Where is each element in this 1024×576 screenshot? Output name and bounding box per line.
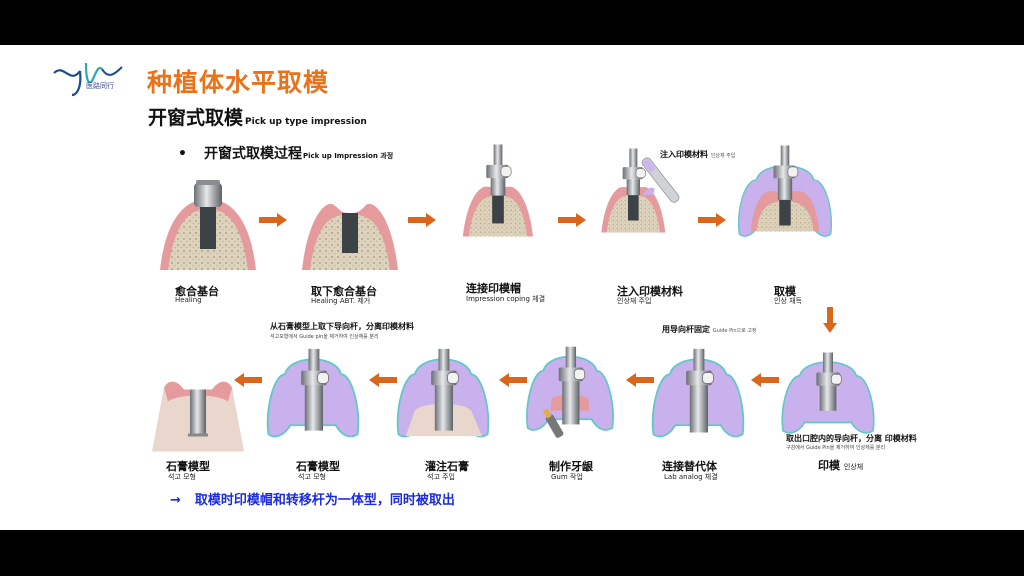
caption-inject-sub: 인상재 주입 [617, 297, 652, 305]
arrow-left-icon [499, 373, 527, 387]
arrow-left-icon [626, 373, 654, 387]
slide-title: 种植体水平取模 [147, 68, 330, 97]
caption-coping: 连接印模帽 [466, 282, 521, 295]
step-impression-body-image [781, 352, 875, 434]
arrow-right-icon [259, 213, 287, 227]
bullet-en: Pick up Impression 과정 [303, 152, 394, 160]
note-fix-guide-pin: 用导向杆固定 Guide Pin으로 고정 [662, 324, 757, 335]
step-inject-image [601, 148, 680, 233]
summary-arrow-icon: → [170, 493, 181, 508]
arrow-right-icon [698, 213, 726, 227]
section-title-en: Pick up type impression [245, 117, 367, 127]
step-lab-analog-image [651, 348, 745, 438]
arrow-left-icon [751, 373, 779, 387]
note-inject-zh: 注入印模材料 [660, 150, 708, 159]
caption-stone-model-final: 石膏模型 [166, 460, 210, 473]
step-impression-image [738, 145, 832, 237]
note-takeout-guide-pin-sub: 구강에서 Guide Pin을 제거하여 인상체를 분리 [786, 445, 886, 451]
bullet-zh: 开窗式取模过程 [204, 146, 302, 162]
caption-impression-body-zh: 印模 [818, 459, 840, 472]
caption-impression-body: 印模 인상체 [818, 457, 863, 473]
step-stone-model-final-image [152, 381, 244, 452]
caption-lab-analog-sub: Lab analog 체결 [664, 473, 718, 481]
bullet-dot: • [178, 146, 187, 162]
step-healing-image [160, 180, 256, 270]
step-gum-image [526, 346, 614, 438]
caption-take-impression: 取模 [774, 285, 796, 298]
arrow-right-icon [408, 213, 436, 227]
caption-gum-sub: Gum 작업 [551, 473, 583, 481]
summary-note: → 取模时印模帽和转移杆为一体型，同时被取出 [170, 489, 455, 508]
note-takeout-guide-pin: 取出口腔内的导向杆，分离 印模材料 [786, 434, 917, 443]
caption-impression-body-sub: 인상체 [843, 463, 864, 471]
caption-remove-healing: 取下愈合基台 [311, 285, 377, 298]
arrow-left-icon [234, 373, 262, 387]
note-fix-en: Guide Pin으로 고정 [712, 328, 757, 334]
step-pour-stone-image [396, 348, 490, 438]
note-fix-zh: 用导向杆固定 [662, 325, 710, 334]
note-inject: 注入印模材料 인상재 주입 [660, 149, 735, 160]
note-remove-guide-pin: 从石膏模型上取下导向杆，分离印模材料 [270, 322, 414, 331]
caption-healing-sub: Healing [175, 296, 202, 304]
bullet-item: • 开窗式取模过程Pick up Impression 과정 [178, 143, 393, 163]
caption-healing: 愈合基台 [175, 285, 219, 298]
logo-subtitle: 医路同行 [86, 82, 114, 90]
caption-gum: 制作牙龈 [549, 460, 593, 473]
logo-mark [53, 62, 123, 97]
step-remove-healing-image [302, 203, 398, 270]
step-coping-image [462, 144, 534, 237]
arrow-down-icon [823, 307, 837, 333]
step-stone-model-image [266, 348, 360, 438]
caption-lab-analog: 连接替代体 [662, 460, 717, 473]
note-remove-guide-pin-sub: 석고모형에서 Guide pin을 제거하여 인상체를 분리 [270, 334, 379, 340]
note-inject-en: 인상재 주입 [710, 153, 736, 159]
caption-take-impression-sub: 인상 채득 [774, 297, 802, 305]
caption-remove-healing-sub: Healing ABT. 제거 [311, 297, 371, 305]
caption-pour-stone-sub: 석고 주입 [427, 473, 455, 481]
summary-text: 取模时印模帽和转移杆为一体型，同时被取出 [194, 493, 455, 508]
caption-coping-sub: Impression coping 체결 [466, 295, 546, 303]
arrow-right-icon [558, 213, 586, 227]
caption-inject: 注入印模材料 [617, 285, 683, 298]
caption-pour-stone: 灌注石膏 [425, 460, 469, 473]
arrow-left-icon [369, 373, 397, 387]
caption-stone-model: 石膏模型 [296, 460, 340, 473]
caption-stone-model-sub: 석고 모형 [298, 473, 326, 481]
section-title-zh: 开窗式取模 [148, 107, 244, 129]
caption-stone-model-final-sub: 석고 모형 [168, 473, 196, 481]
